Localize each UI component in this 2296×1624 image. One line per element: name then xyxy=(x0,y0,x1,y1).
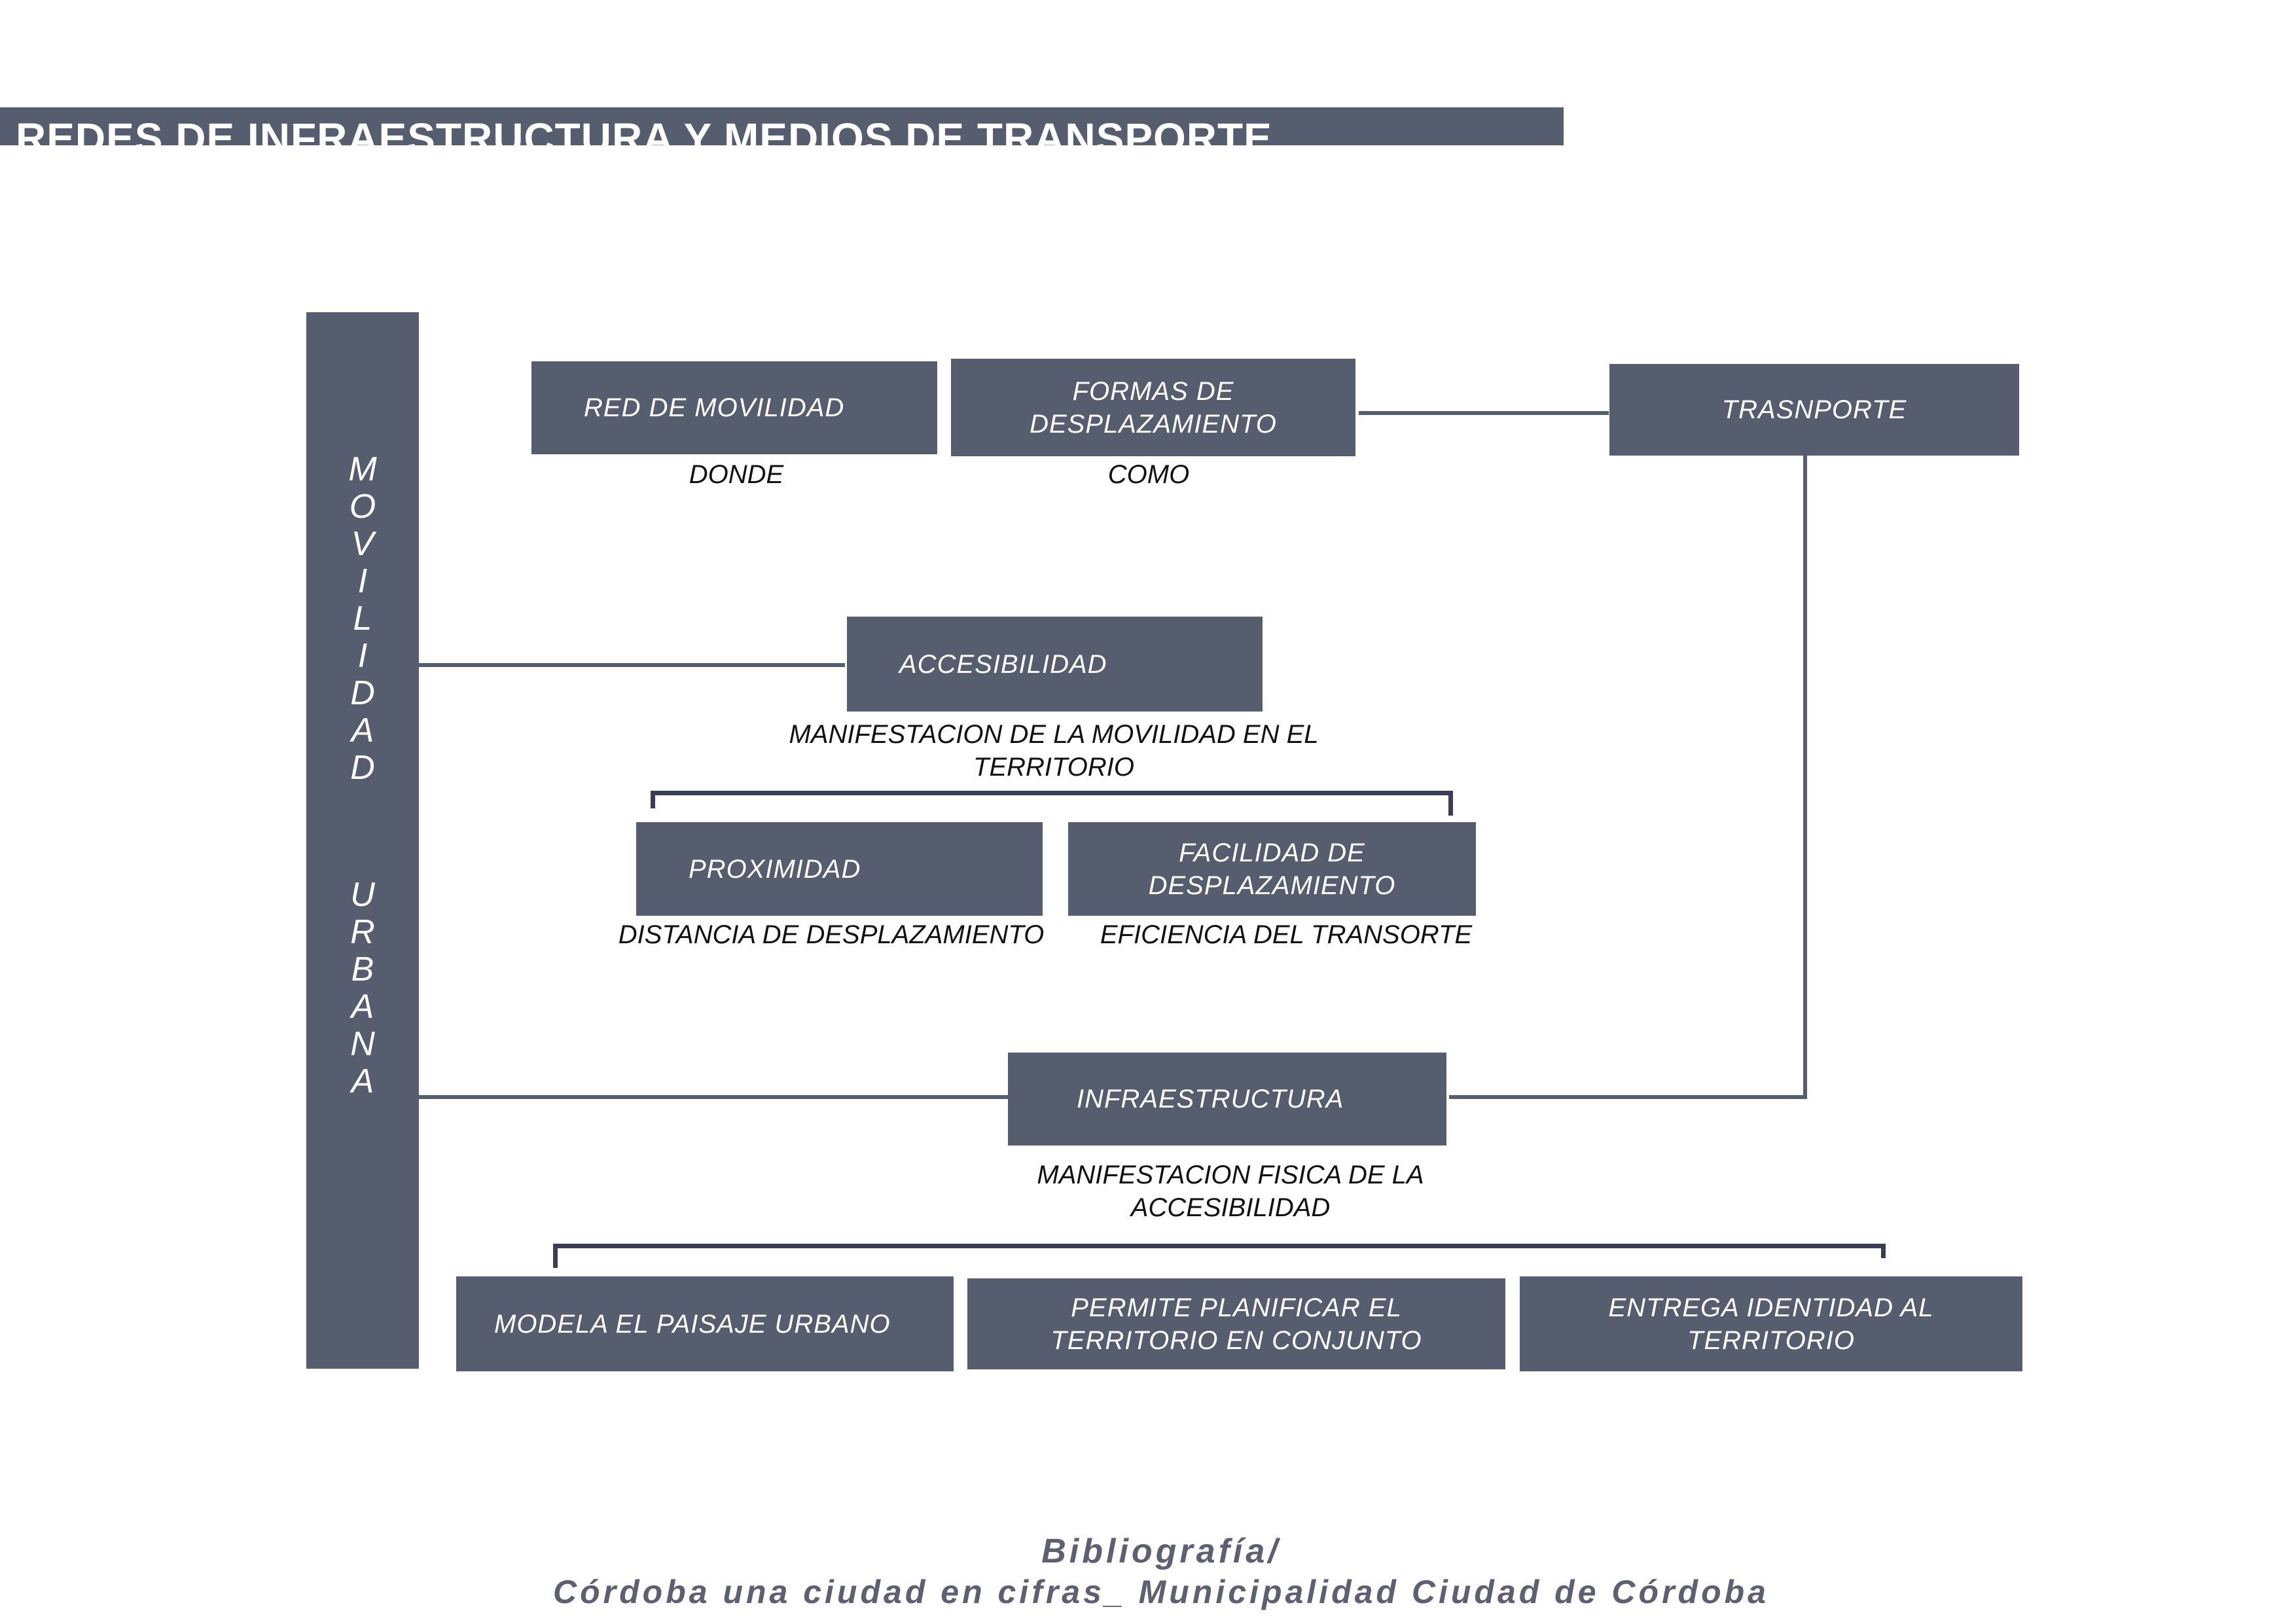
infraestructura-label: INFRAESTRUCTURA xyxy=(1077,1085,1344,1113)
facilidad-de-desplazamiento-label: FACILIDAD DE DESPLAZAMIENTO xyxy=(1148,838,1396,900)
bracket-accesibilidad-top xyxy=(651,791,1453,795)
red-de-movilidad-label: RED DE MOVILIDAD xyxy=(584,393,845,422)
bracket-infraestructura-left xyxy=(553,1244,558,1268)
box-infraestructura: INFRAESTRUCTURA xyxy=(1008,1053,1446,1146)
connector-formas-transporte xyxy=(1359,411,1609,415)
manifestacion-fisica-caption: MANIFESTACION FISICA DE LA ACCESIBILIDAD xyxy=(1037,1161,1424,1222)
movilidad-urbana-bar: M O V I L I D A D U R B A N A xyxy=(306,312,419,1369)
connector-transporte-infraestructura xyxy=(1449,1095,1807,1099)
accesibilidad-label: ACCESIBILIDAD xyxy=(899,649,1107,679)
proximidad-label: PROXIMIDAD xyxy=(689,854,861,884)
permite-planificar-label: PERMITE PLANIFICAR EL TERRITORIO EN CONJ… xyxy=(1050,1293,1422,1355)
bracket-infraestructura-top xyxy=(553,1244,1886,1248)
header-bar: REDES DE INFRAESTRUCTURA Y MEDIOS DE TRA… xyxy=(0,107,1564,145)
transporte-label: TRASNPORTE xyxy=(1721,395,1907,424)
connector-transporte-vertical xyxy=(1803,456,1807,1099)
connector-bar-infraestructura xyxy=(419,1095,1008,1099)
box-facilidad-de-desplazamiento: FACILIDAD DE DESPLAZAMIENTO xyxy=(1068,822,1476,916)
movilidad-vertical-label: M O V I L I D A D xyxy=(348,450,377,787)
urbana-vertical-label: U R B A N A xyxy=(350,876,375,1100)
eficiencia-caption: EFICIENCIA DEL TRANSORTE xyxy=(1100,920,1473,949)
modela-paisaje-urbano-label: MODELA EL PAISAJE URBANO xyxy=(494,1309,891,1339)
bracket-infraestructura-right xyxy=(1881,1244,1886,1258)
connector-bar-accesibilidad xyxy=(419,663,845,667)
box-modela-paisaje-urbano: MODELA EL PAISAJE URBANO xyxy=(456,1276,954,1371)
bracket-accesibilidad-left xyxy=(651,791,655,808)
box-formas-de-desplazamiento: FORMAS DE DESPLAZAMIENTO xyxy=(951,359,1355,456)
box-proximidad: PROXIMIDAD xyxy=(636,822,1043,916)
donde-caption: DONDE xyxy=(689,460,784,489)
box-permite-planificar: PERMITE PLANIFICAR EL TERRITORIO EN CONJ… xyxy=(967,1278,1505,1369)
page-title: REDES DE INFRAESTRUCTURA Y MEDIOS DE TRA… xyxy=(16,115,1272,145)
box-entrega-identidad: ENTREGA IDENTIDAD AL TERRITORIO xyxy=(1520,1276,2022,1371)
bibliografia-label: Bibliografía/ xyxy=(1041,1532,1281,1570)
distancia-caption: DISTANCIA DE DESPLAZAMIENTO xyxy=(618,920,1045,949)
como-caption: COMO xyxy=(1107,460,1190,489)
bibliografia-source: Córdoba una ciudad en cifras_ Municipali… xyxy=(553,1574,1769,1610)
entrega-identidad-label: ENTREGA IDENTIDAD AL TERRITORIO xyxy=(1608,1293,1934,1355)
box-red-de-movilidad: RED DE MOVILIDAD xyxy=(531,361,937,454)
bracket-accesibilidad-right xyxy=(1448,791,1453,816)
formas-de-desplazamiento-label: FORMAS DE DESPLAZAMIENTO xyxy=(1030,376,1277,439)
manifestacion-movilidad-caption: MANIFESTACION DE LA MOVILIDAD EN EL TERR… xyxy=(789,720,1319,782)
box-accesibilidad: ACCESIBILIDAD xyxy=(847,617,1263,712)
box-transporte: TRASNPORTE xyxy=(1609,364,2019,456)
